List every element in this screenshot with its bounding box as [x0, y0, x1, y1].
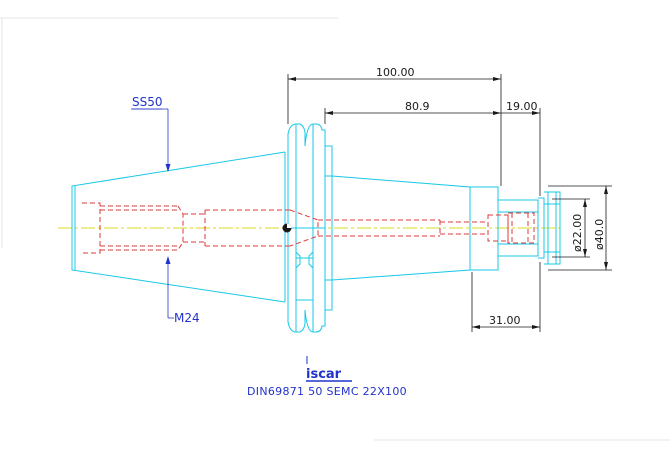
collet [538, 197, 545, 259]
collar [325, 145, 333, 177]
callout-taper: SS50 [132, 95, 163, 109]
dim-nose-length: 19.00 [506, 100, 538, 113]
hidden-lines [82, 202, 535, 254]
callout-thread: M24 [174, 311, 200, 325]
taper-shank [71, 151, 286, 303]
dimension-lines [287, 74, 612, 332]
model-caption: DIN69871 50 SEMC 22X100 [247, 385, 407, 398]
svg-text:iscar: iscar [306, 367, 342, 382]
dim-body-length: 80.9 [405, 100, 430, 113]
dim-clamp-length: 31.00 [489, 314, 521, 327]
callout-leaders [131, 108, 174, 319]
dim-outer-diameter: ø40.0 [593, 219, 606, 250]
tool-outline [71, 123, 561, 333]
sheet-border [0, 17, 670, 441]
clamp-nut [497, 199, 539, 257]
center-mark [282, 223, 292, 233]
thread-bore [82, 202, 101, 254]
dim-overall-length: 100.00 [376, 66, 415, 79]
iscar-logo: iscar [306, 356, 352, 382]
flange-profile [287, 123, 326, 333]
body [331, 175, 471, 281]
dim-bore-diameter: ø22.00 [571, 214, 584, 252]
